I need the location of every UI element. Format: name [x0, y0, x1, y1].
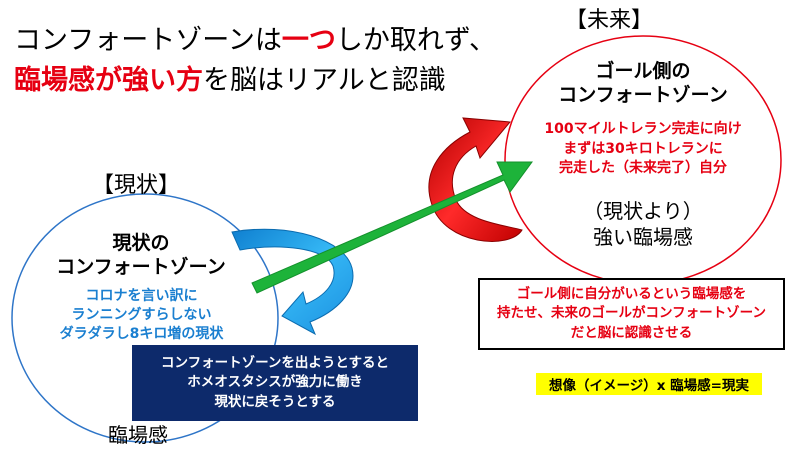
present-label: 【現状】 [92, 173, 181, 198]
goal-line2: 持たせ、未来のゴールがコンフォートゾーン [497, 305, 766, 322]
future-desc-line1: 100マイルトレラン完走に向け [544, 121, 742, 137]
present-desc-line1: コロナを言い訳に [85, 288, 198, 304]
future-strength-line2: 強い臨場感 [593, 225, 693, 249]
cyan-curved-arrow [231, 228, 354, 336]
present-comfort-zone-circle [11, 193, 279, 443]
present-footer: 臨場感 [108, 423, 168, 447]
goal-line1: ゴール側に自分がいるという臨場感を [516, 285, 747, 302]
title-text: しか取れず、 [335, 25, 496, 56]
present-heading-line1: 現状の [112, 232, 170, 254]
homeostasis-box: コンフォートゾーンを出ようとすると ホメオスタシスが強力に働き 現状に戻そうとす… [132, 345, 418, 421]
present-desc-line2: ランニングすらしない [71, 306, 212, 323]
present-heading-line2: コンフォートゾーン [56, 255, 226, 278]
future-desc-line3: 完走した（未来完了）自分 [559, 160, 727, 177]
title-highlight-strong: 臨場感が強い方 [14, 65, 203, 96]
title-highlight-one: 一つ [281, 25, 336, 56]
present-description: コロナを言い訳に ランニングすらしない ダラダラし8キロ増の現状 [34, 287, 249, 344]
present-desc-line3: ダラダラし8キロ増の現状 [59, 325, 224, 342]
future-heading: ゴール側の コンフォートゾーン [553, 60, 733, 108]
future-strength-line1: （現状より） [583, 199, 703, 223]
present-heading: 現状の コンフォートゾーン [46, 232, 236, 280]
formula-box: 想像（イメージ）x 臨場感=現実 [536, 373, 762, 395]
main-title-line1: コンフォートゾーンは一つしか取れず、 [14, 18, 496, 57]
goal-line3: だと脳に認識させる [570, 324, 693, 341]
homeostasis-line2: ホメオスタシスが強力に働き [187, 374, 363, 391]
red-curved-arrow [428, 117, 523, 242]
homeostasis-line3: 現状に戻そうとする [214, 393, 336, 410]
homeostasis-line1: コンフォートゾーンを出ようとすると [160, 354, 389, 371]
main-title-line2: 臨場感が強い方を脳はリアルと認識 [14, 58, 446, 97]
future-strength: （現状より） 強い臨場感 [548, 198, 738, 250]
future-description: 100マイルトレラン完走に向け まずは30キロトレランに 完走した（未来完了）自… [528, 120, 758, 179]
title-text: を脳はリアルと認識 [203, 65, 446, 96]
future-heading-line2: コンフォートゾーン [558, 83, 728, 106]
green-arrow [251, 161, 533, 294]
title-text: コンフォートゾーンは [14, 25, 282, 56]
future-heading-line1: ゴール側の [595, 60, 691, 82]
goal-box: ゴール側に自分がいるという臨場感を 持たせ、未来のゴールがコンフォートゾーン だ… [478, 278, 785, 350]
future-desc-line2: まずは30キロトレランに [563, 140, 723, 157]
future-label: 【未来】 [565, 8, 654, 33]
